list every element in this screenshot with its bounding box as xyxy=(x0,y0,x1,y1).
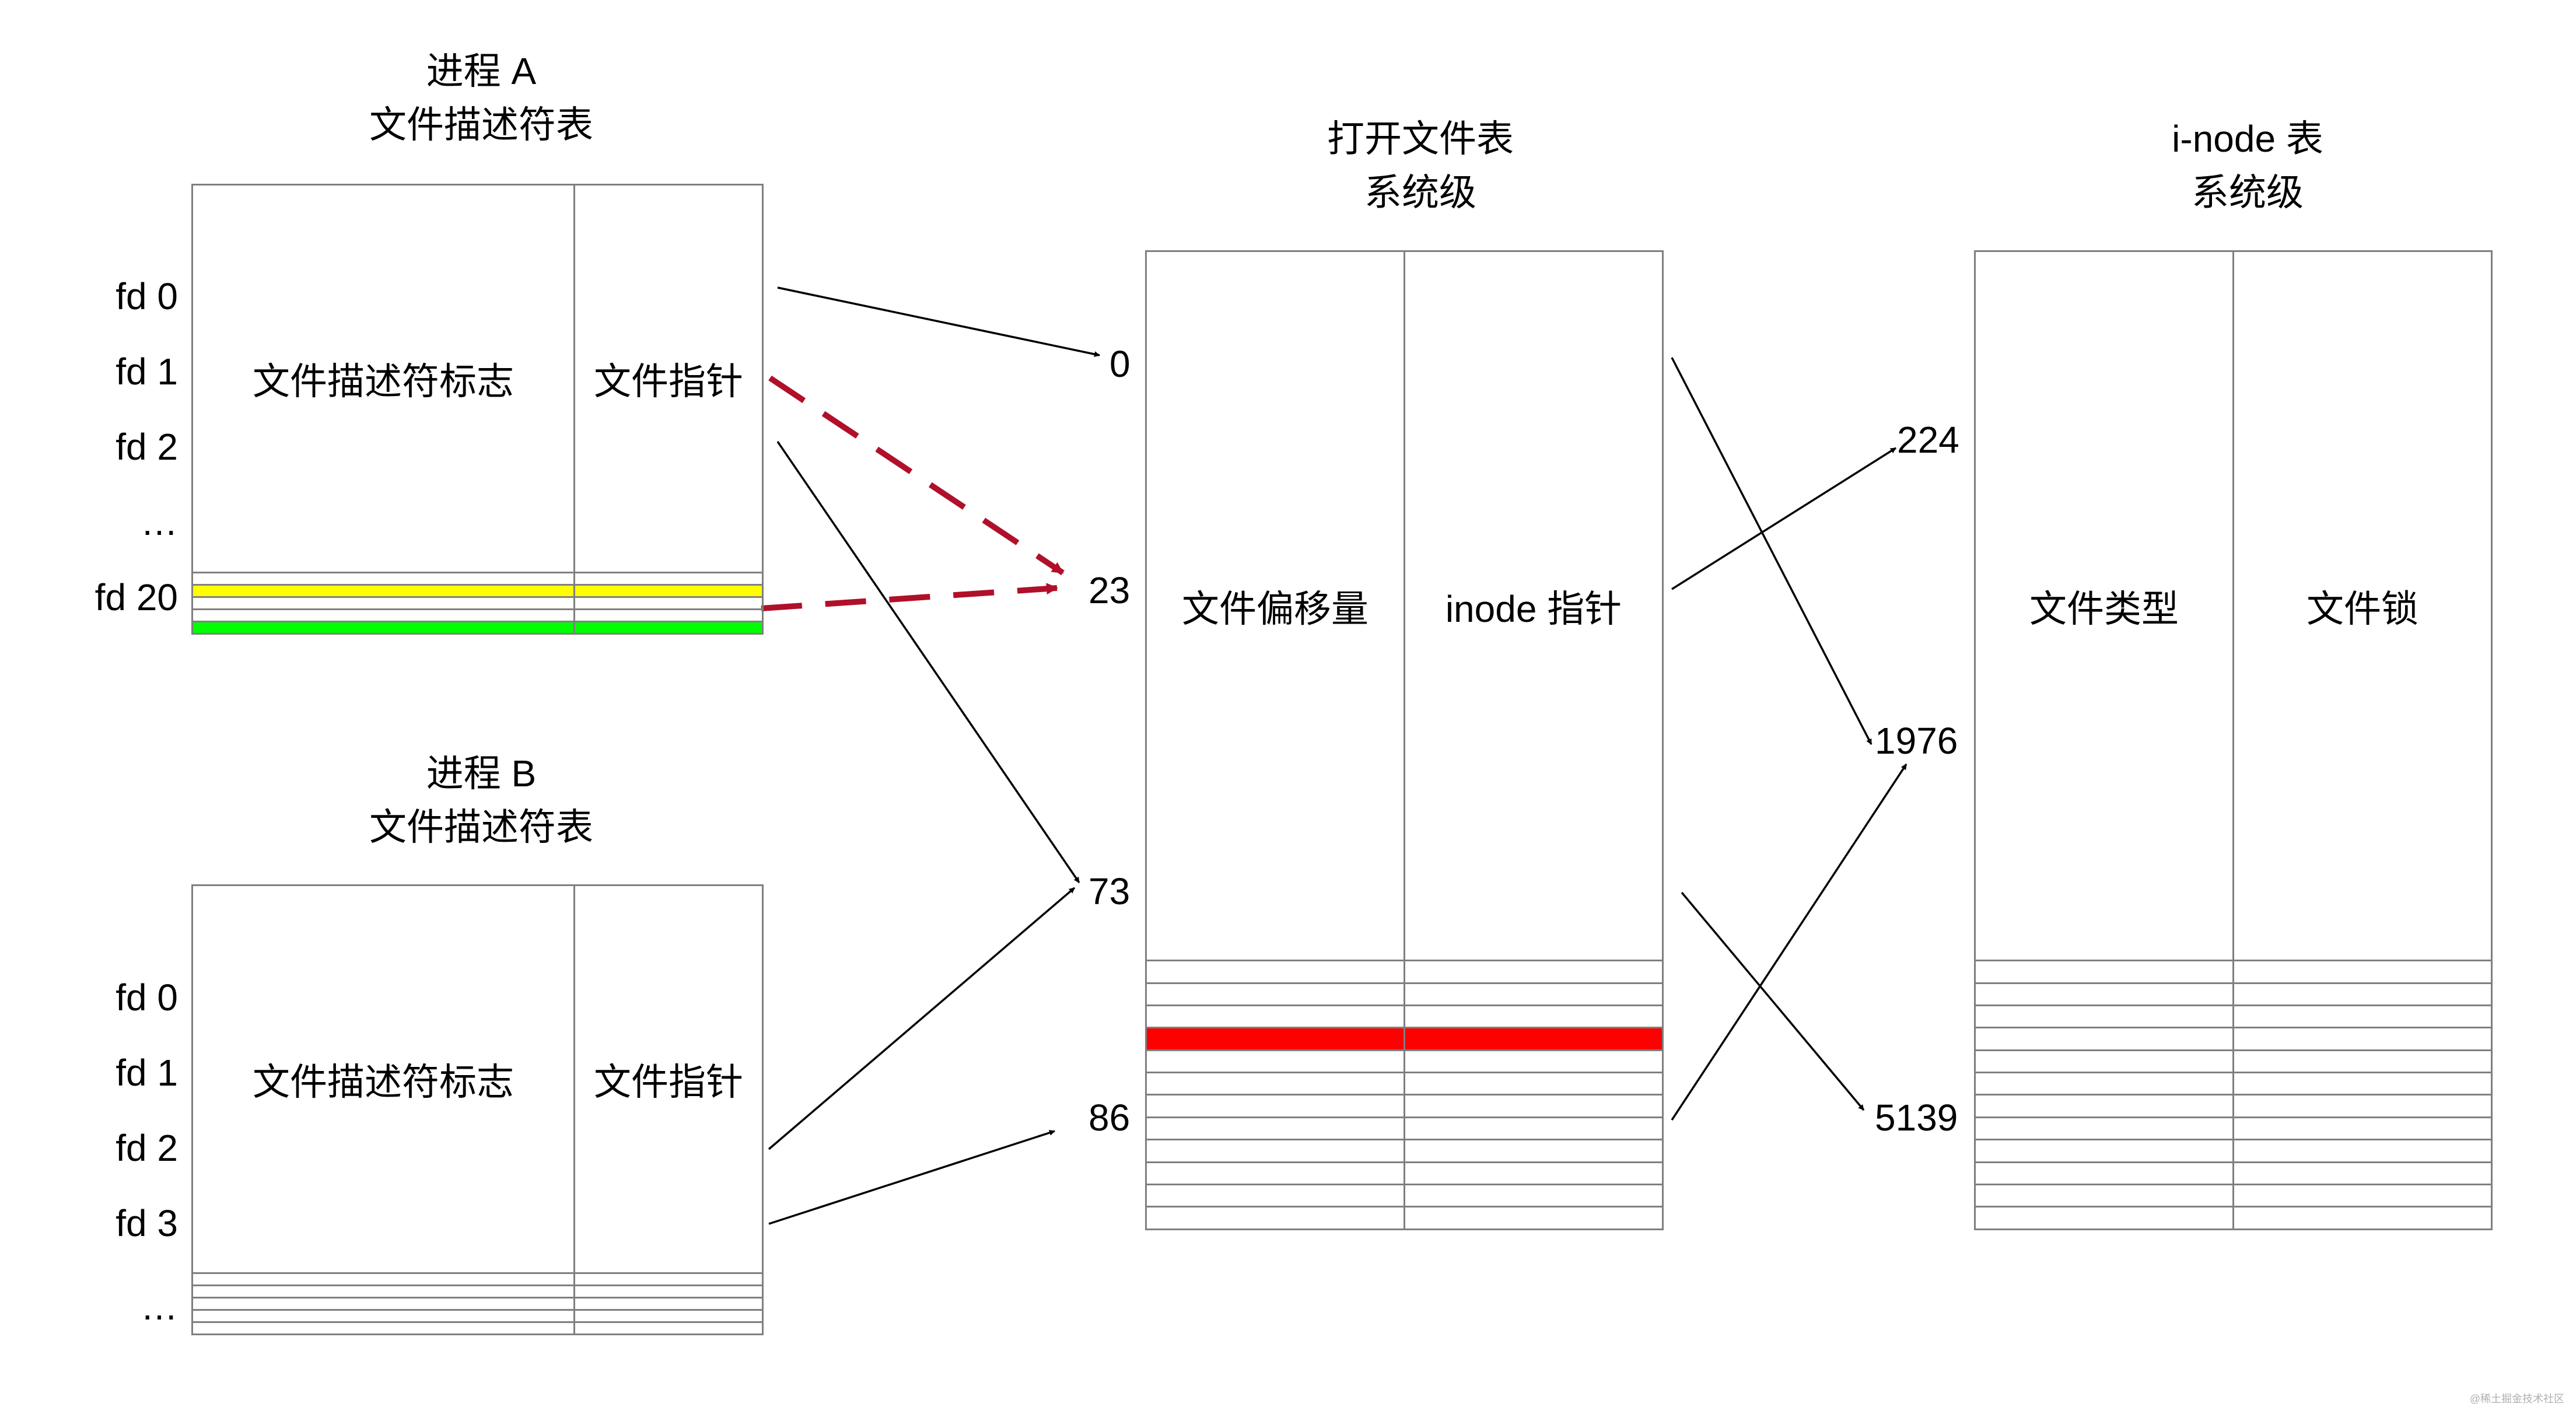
process-b-row-label: fd 3 xyxy=(116,1202,178,1244)
table-row xyxy=(191,608,764,622)
arrow-ofd0-to-inode1976 xyxy=(1671,357,1873,745)
process-a-row-label: fd 20 xyxy=(94,576,178,618)
table-row xyxy=(191,1272,764,1286)
inode-header-row: 文件类型 文件锁 xyxy=(1974,250,2493,962)
open-file-index-label: 23 xyxy=(1088,569,1130,611)
inode-col-type: 文件类型 xyxy=(1974,250,2234,962)
inode-table-title-line2: 系统级 xyxy=(2192,172,2304,214)
table-row xyxy=(1145,1049,1664,1074)
arrow-ofd23-to-inode224 xyxy=(1671,447,1896,590)
table-row xyxy=(1145,1161,1664,1186)
table-row xyxy=(1974,1116,2493,1141)
table-row xyxy=(1974,982,2493,1006)
open-file-col-offset: 文件偏移量 xyxy=(1145,250,1405,962)
table-row xyxy=(1974,1161,2493,1186)
table-row xyxy=(1145,960,1664,984)
open-file-index-label: 0 xyxy=(1110,343,1130,385)
table-row xyxy=(1145,1004,1664,1029)
watermark: @稀土掘金技术社区 xyxy=(2469,1393,2564,1405)
table-row xyxy=(191,621,764,635)
process-a-title-line2: 文件描述符表 xyxy=(369,104,593,146)
table-row xyxy=(1145,1027,1664,1051)
table-row xyxy=(1145,1116,1664,1141)
open-file-header-row: 文件偏移量 inode 指针 xyxy=(1145,250,1664,962)
process-a-header-row: 文件描述符标志 文件指针 xyxy=(191,184,764,573)
table-row xyxy=(1974,1072,2493,1096)
table-row xyxy=(1145,1139,1664,1163)
arrow-a-fd2-to-ofd73 xyxy=(776,441,1080,883)
inode-index-label: 224 xyxy=(1897,419,1959,461)
arrow-a-fd1-to-ofd23 xyxy=(768,375,1065,576)
table-row xyxy=(191,1284,764,1298)
open-file-table-title-line2: 系统级 xyxy=(1364,172,1476,214)
table-row xyxy=(1974,960,2493,984)
process-b-header-row: 文件描述符标志 文件指针 xyxy=(191,884,764,1274)
table-row xyxy=(191,584,764,598)
process-b-col-flags: 文件描述符标志 xyxy=(191,884,575,1274)
open-file-col-inode-ptr: inode 指针 xyxy=(1404,250,1664,962)
process-b-title-line1: 进程 B xyxy=(426,752,537,794)
process-a-col-flags: 文件描述符标志 xyxy=(191,184,575,573)
arrow-ofd73-to-inode5139 xyxy=(1681,891,1865,1111)
table-row xyxy=(1974,1094,2493,1118)
inode-index-label: 5139 xyxy=(1875,1097,1958,1139)
process-a-row-label: … xyxy=(141,501,178,543)
inode-index-label: 1976 xyxy=(1875,720,1958,762)
table-row xyxy=(1974,1049,2493,1074)
process-b-fd-table: 文件描述符标志 文件指针 xyxy=(191,884,764,1335)
table-row xyxy=(1974,1139,2493,1163)
table-row xyxy=(1974,1027,2493,1051)
process-b-title: 进程 B 文件描述符表 xyxy=(292,747,671,854)
table-row xyxy=(191,1309,764,1323)
table-row xyxy=(1145,1184,1664,1208)
inode-table: 文件类型 文件锁 xyxy=(1974,250,2493,1230)
open-file-table-title: 打开文件表 系统级 xyxy=(1231,112,1610,219)
open-file-table: 文件偏移量 inode 指针 xyxy=(1145,250,1664,1230)
table-row xyxy=(1145,1072,1664,1096)
table-row xyxy=(1974,1206,2493,1230)
table-row xyxy=(191,572,764,586)
process-a-col-pointer: 文件指针 xyxy=(573,184,764,573)
process-a-row-label: fd 1 xyxy=(116,351,178,393)
table-row xyxy=(191,596,764,610)
arrow-b-fd2-to-ofd73 xyxy=(768,887,1076,1150)
inode-table-title-line1: i-node 表 xyxy=(2172,118,2323,160)
process-b-row-label: fd 1 xyxy=(116,1052,178,1094)
table-row xyxy=(1145,1206,1664,1230)
table-row xyxy=(191,1321,764,1335)
open-file-table-title-line1: 打开文件表 xyxy=(1327,118,1514,160)
process-b-row-label: fd 2 xyxy=(116,1127,178,1169)
process-a-row-label: fd 2 xyxy=(116,426,178,468)
arrow-ofd86-to-inode1976 xyxy=(1671,764,1908,1121)
process-a-title: 进程 A 文件描述符表 xyxy=(292,44,671,152)
inode-col-lock: 文件锁 xyxy=(2232,250,2493,962)
process-a-fd-table: 文件描述符标志 文件指针 xyxy=(191,184,764,635)
process-a-title-line1: 进程 A xyxy=(426,50,537,92)
process-b-title-line2: 文件描述符表 xyxy=(369,806,593,848)
arrow-b-fd3-to-ofd86 xyxy=(768,1130,1055,1225)
table-row xyxy=(1974,1184,2493,1208)
process-b-row-label: … xyxy=(141,1286,178,1328)
arrow-a-fd20-to-ofd23 xyxy=(761,583,1058,611)
table-row xyxy=(1145,1094,1664,1118)
inode-table-title: i-node 表 系统级 xyxy=(2058,112,2437,219)
open-file-index-label: 86 xyxy=(1088,1097,1130,1139)
table-row xyxy=(191,1297,764,1311)
table-row xyxy=(1974,1004,2493,1029)
process-b-row-label: fd 0 xyxy=(116,977,178,1019)
arrow-a-fd0-to-ofd0 xyxy=(777,286,1100,358)
table-row xyxy=(1145,982,1664,1006)
process-a-row-label: fd 0 xyxy=(116,275,178,317)
open-file-index-label: 73 xyxy=(1088,870,1130,912)
process-b-col-pointer: 文件指针 xyxy=(573,884,764,1274)
